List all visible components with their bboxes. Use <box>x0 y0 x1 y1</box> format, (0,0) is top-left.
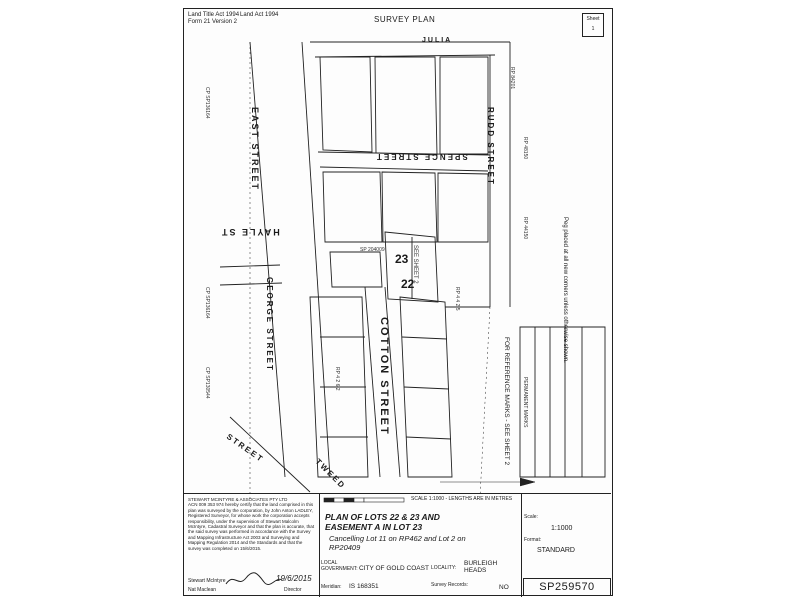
plan-title-block: SCALE 1:1000 - LENGTHS ARE IN METRES PLA… <box>319 494 522 597</box>
signature-date: 19/6/2015 <box>276 574 312 583</box>
rp-label-5: RP 4 2 6 2 <box>334 367 340 391</box>
survey-records-value: NO <box>499 584 509 591</box>
street-label-julia: JULIA <box>422 37 453 44</box>
header-land-act: Land Act 1994 <box>240 12 279 18</box>
rp-label-3: RP 44150 <box>522 217 528 240</box>
director-2: Nat Maclean <box>188 587 217 593</box>
local-govt-label: LOCAL GOVERNMENT: <box>321 560 358 572</box>
permanent-marks-table <box>519 326 606 478</box>
firm-name: STEWART MCINTYRE & ASSOCIATES PTY LTD <box>188 497 288 502</box>
page-title: SURVEY PLAN <box>374 15 436 24</box>
scale-value: 1:1000 <box>551 525 573 532</box>
survey-records-label: Survey Records: <box>431 582 468 588</box>
signature-image <box>225 572 283 585</box>
format-value: STANDARD <box>537 547 575 554</box>
peg-note: Peg placed at all new corners unless oth… <box>562 217 568 363</box>
director-1: Stewart McIntyre <box>188 578 226 584</box>
plan-drawing: EAST STREET JULIA HAYLE ST SPENCE STREET… <box>190 37 608 499</box>
sp-label: SP 204009 <box>360 247 385 253</box>
certificate-text: STEWART MCINTYRE & ASSOCIATES PTY LTD AC… <box>188 497 316 551</box>
meridian-value: IS 168351 <box>349 583 379 590</box>
director-title: Director <box>284 587 302 593</box>
lot-22-23-boundary <box>384 231 439 303</box>
cp-label-1: CP SP136164 <box>204 87 210 119</box>
lot-22-label: 22 <box>401 277 415 291</box>
survey-plan-sheet: Land Title Act 1994 Form 21 Version 2 La… <box>183 8 613 597</box>
street-label-hayle: HAYLE ST <box>220 227 280 237</box>
reference-marks-note: FOR REFERENCE MARKS - SEE SHEET 2 <box>503 337 510 466</box>
street-label-cotton: COTTON STREET <box>378 317 390 436</box>
meridian-label: Meridian: <box>321 584 342 590</box>
locality-label: LOCALITY: <box>431 565 457 571</box>
east-street-boundary <box>249 41 286 478</box>
rp-label-4: RP 4 4 2 5 <box>454 287 460 311</box>
sheet-label: Sheet <box>586 16 600 22</box>
cp-label-3: CP SP130544 <box>204 367 210 399</box>
street-label-east: EAST STREET <box>250 107 260 192</box>
rp-label-1: RP 84201 <box>509 67 515 90</box>
rp-label-2: RP 48150 <box>522 137 528 160</box>
plan-title: PLAN OF LOTS 22 & 23 AND EASEMENT A IN L… <box>325 512 440 532</box>
cancelling-text: Cancelling Lot 11 on RP462 and Lot 2 on … <box>329 534 466 552</box>
header-acts: Land Title Act 1994 Form 21 Version 2 <box>188 12 239 26</box>
sheet-value: 1 <box>591 26 595 32</box>
title-block: STEWART MCINTYRE & ASSOCIATES PTY LTD AC… <box>184 493 611 597</box>
plan-details-block: Scale: 1:1000 Format: STANDARD SP259570 <box>521 494 611 597</box>
permanent-marks-title: PERMANENT MARKS <box>522 377 528 428</box>
scale-label: Scale: <box>524 514 538 520</box>
locality-value: BURLEIGH HEADS <box>464 560 498 574</box>
see-sheet-2-label: SEE SHEET 2 <box>412 245 418 284</box>
scale-note: SCALE 1:1000 - LENGTHS ARE IN METRES <box>411 496 513 502</box>
local-govt-value: CITY OF GOLD COAST <box>359 565 429 572</box>
lot-23-label: 23 <box>395 252 409 266</box>
hayle-st-boundary <box>219 264 281 268</box>
format-label: Format: <box>524 537 542 543</box>
street-label-rudd: RUDD STREET <box>486 107 495 186</box>
surveyor-certificate: STEWART MCINTYRE & ASSOCIATES PTY LTD AC… <box>184 494 320 597</box>
plan-linework <box>219 41 606 499</box>
plan-number: SP259570 <box>523 578 611 596</box>
header-act-line-1: Land Title Act 1994 <box>188 12 240 18</box>
sheet-number-box: Sheet 1 <box>582 13 604 37</box>
cp-label-2: CP SP136164 <box>204 287 210 319</box>
certificate-body: ACN 009 353 974 hereby certify that the … <box>188 502 315 551</box>
tweed-street-boundary <box>229 416 311 493</box>
street-label-george: GEORGE STREET <box>265 277 274 372</box>
cotton-street-boundary <box>364 286 381 478</box>
scale-bar <box>323 497 405 503</box>
header-act-line-2: Form 21 Version 2 <box>188 19 238 25</box>
street-label-spence: SPENCE STREET <box>375 152 468 161</box>
